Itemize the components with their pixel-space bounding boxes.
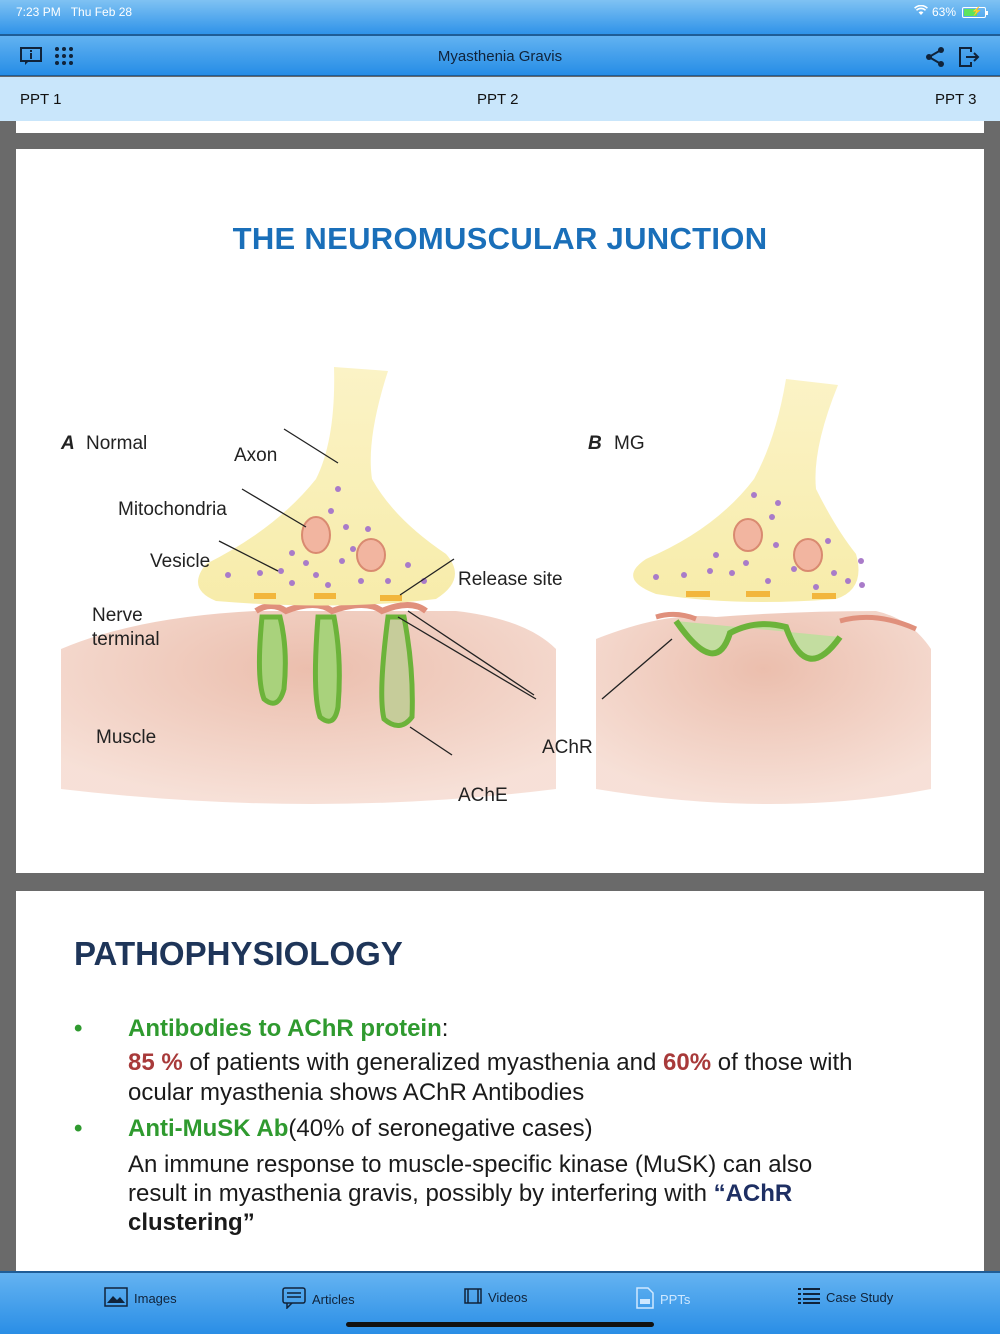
achr-term: “AChR [713,1180,793,1207]
battery-percent: 63% [931,5,956,19]
body-line: clustering” [128,1209,255,1236]
stat-85: 85 % [128,1049,183,1076]
label-normal: Normal [86,433,147,454]
body-text: of those with [711,1049,853,1076]
bullet-text: (40% of seronegative cases) [288,1115,593,1142]
bottom-tab-bar: Images Articles Videos PPTs Case Study [0,1271,1000,1334]
tab-ppt-3[interactable]: PPT 3 [935,91,977,108]
film-icon [464,1287,482,1308]
label-muscle: Muscle [96,727,156,748]
tab-videos-label: Videos [488,1290,528,1305]
status-right: 63% ⚡ [914,4,988,19]
previous-slide-edge [16,121,984,133]
label-achr: AChR [542,737,593,758]
list-icon [798,1287,820,1308]
tab-articles-label: Articles [312,1292,355,1307]
tab-videos[interactable]: Videos [464,1287,528,1308]
tab-ppt-2[interactable]: PPT 2 [477,91,519,108]
tab-ppts[interactable]: PPTs [636,1287,690,1312]
share-icon[interactable] [924,46,948,68]
status-date: Thu Feb 28 [70,5,133,19]
muscle-a [61,602,556,804]
body-line: result in myasthenia gravis, possibly by… [128,1180,792,1208]
nav-bar: Myasthenia Gravis [0,34,1000,76]
battery-icon: ⚡ [962,6,988,18]
label-mg: MG [614,433,645,454]
nmj-diagram: A Normal Axon Mitochondria Vesicle Nerve… [60,367,931,806]
ppt-file-icon [636,1287,654,1312]
label-ache: AChE [458,785,508,806]
label-vesicle: Vesicle [150,551,210,572]
article-icon [282,1287,306,1312]
label-b: B [588,433,602,454]
tab-images[interactable]: Images [104,1287,177,1310]
info-icon[interactable] [20,46,44,68]
bullet-dot: • [74,1115,83,1142]
exit-icon[interactable] [958,46,982,68]
slides-scroll-area[interactable]: THE NEUROMUSCULAR JUNCTION [0,121,1000,1271]
image-icon [104,1287,128,1310]
slide-pathophysiology: PATHOPHYSIOLOGY • Antibodies to AChR pro… [16,891,984,1271]
nerve-a [198,367,455,606]
tab-articles[interactable]: Articles [282,1287,355,1312]
home-indicator[interactable] [346,1322,654,1327]
body-line: ocular myasthenia shows AChR Antibodies [128,1079,585,1106]
stat-60: 60% [663,1049,712,1076]
label-nerve: Nerve [92,605,143,626]
muscle-b [596,611,931,804]
tab-ppt-1[interactable]: PPT 1 [20,91,62,108]
slide-neuromuscular-junction: THE NEUROMUSCULAR JUNCTION [16,149,984,873]
body-text: result in myasthenia gravis, possibly by… [128,1180,714,1207]
tab-case-study[interactable]: Case Study [798,1287,893,1308]
slide-heading: PATHOPHYSIOLOGY [74,935,403,972]
body-text: of patients with generalized myasthenia … [182,1049,663,1076]
body-line: 85 % of patients with generalized myasth… [128,1049,852,1077]
status-bar: 7:23 PM Thu Feb 28 63% ⚡ [0,0,1000,34]
bullet-heading: Antibodies to AChR protein [128,1015,442,1042]
wifi-icon [914,4,928,19]
tab-case-study-label: Case Study [826,1290,894,1305]
grid-menu-icon[interactable] [54,46,78,68]
tab-ppts-label: PPTs [660,1292,691,1307]
bullet-dot: • [74,1015,83,1042]
ppt-tabs: PPT 1 PPT 2 PPT 3 [0,77,1000,121]
nerve-b [633,379,865,603]
label-release-site: Release site [458,569,563,590]
tab-images-label: Images [134,1291,177,1306]
bullet-heading: Anti-MuSK Ab [128,1115,289,1142]
label-axon: Axon [234,445,277,466]
body-line: An immune response to muscle-specific ki… [128,1151,813,1178]
slide-title: THE NEUROMUSCULAR JUNCTION [232,221,768,256]
status-time: 7:23 PM Thu Feb 28 [16,5,133,19]
page-title: Myasthenia Gravis [437,48,563,65]
label-mitochondria: Mitochondria [118,499,227,520]
label-a: A [60,433,75,454]
bullet-colon: : [441,1015,449,1042]
label-terminal: terminal [92,629,160,650]
